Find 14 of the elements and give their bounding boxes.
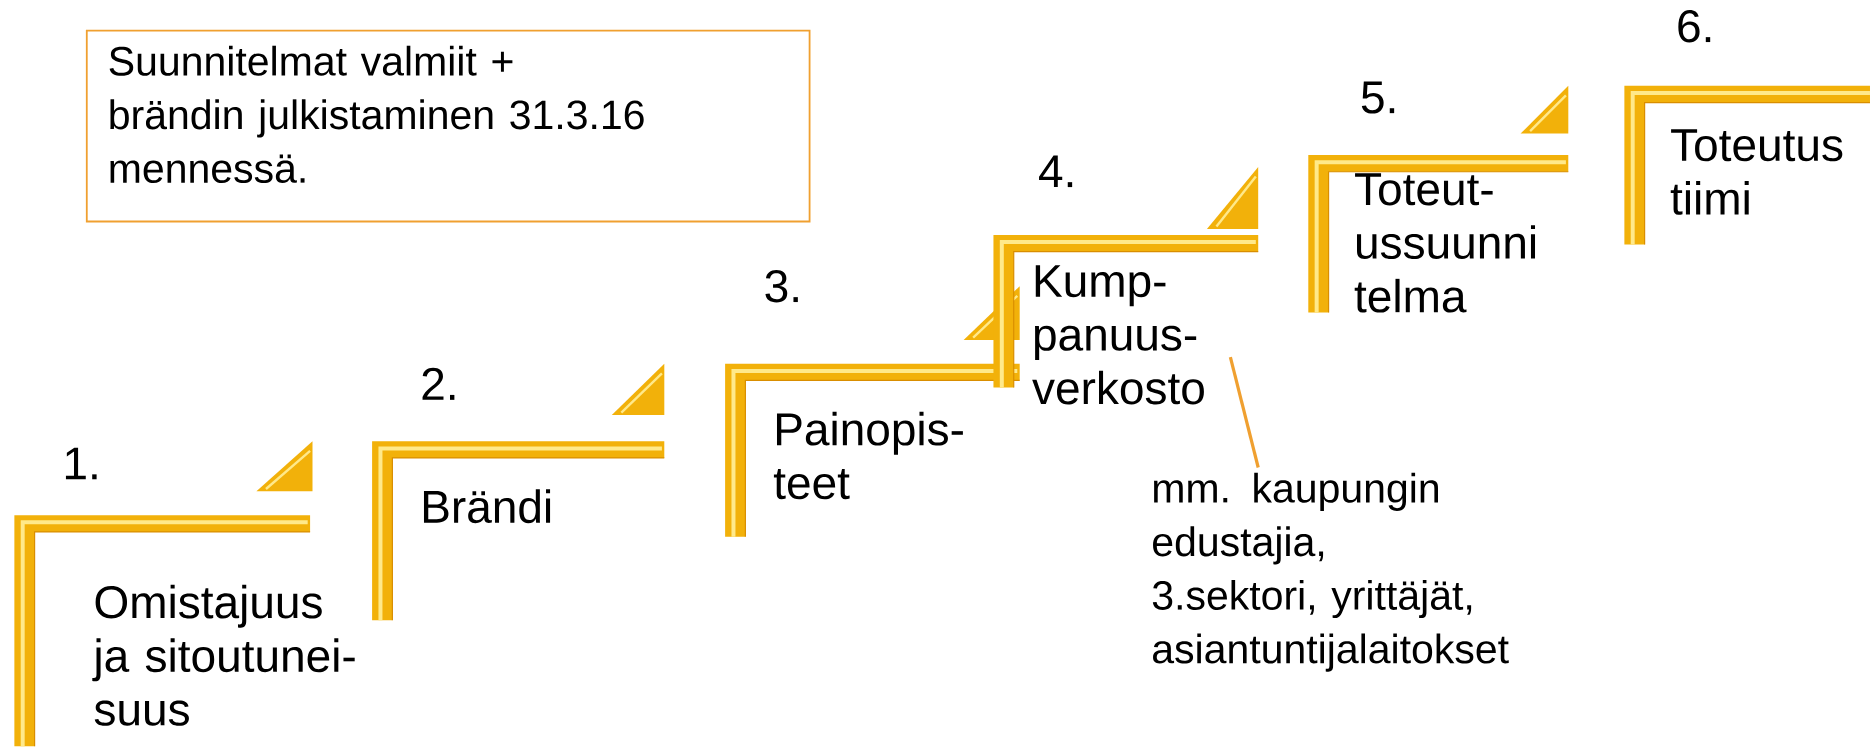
note-box: Suunnitelmat valmiit + brändin julkistaminen 31.3.16 mennessä. <box>85 30 811 223</box>
leader-line <box>1228 356 1260 469</box>
stair-step: Painopis- teet <box>725 363 1021 538</box>
stair-step: Toteutus tiimi <box>1624 86 1870 246</box>
stair-step: Brändi <box>372 441 665 621</box>
step-number: 2. <box>422 367 455 401</box>
stair-step: Toteut- ussuunni telma <box>1308 155 1569 314</box>
step-number: 6. <box>1678 10 1711 43</box>
step-number: 1. <box>65 447 97 480</box>
step-number: 5. <box>1361 81 1395 114</box>
step-number: 4. <box>1039 155 1073 188</box>
annotation-text: mm. kaupungin edustajia, 3.sektori, yrittäjät, asiantuntijalaitokset <box>1152 472 1509 672</box>
stair-step: Omistajuus ja sitoutunei- suus <box>14 515 355 747</box>
step-number: 3. <box>765 270 798 303</box>
